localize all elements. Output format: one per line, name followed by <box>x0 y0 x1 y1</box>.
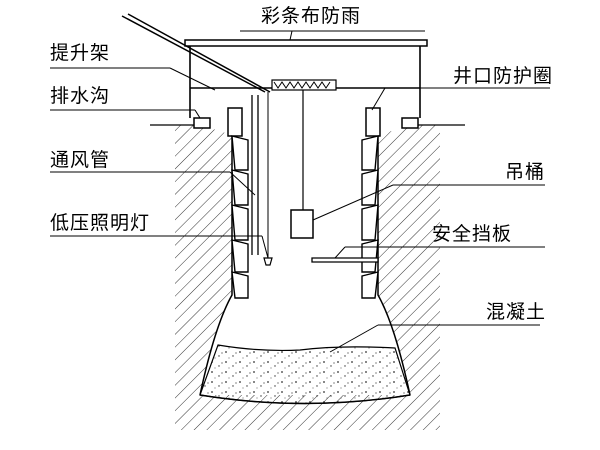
label-drainage-ditch: 排水沟 <box>50 85 111 107</box>
label-concrete: 混凝土 <box>486 301 547 323</box>
soil-hatching <box>175 125 440 430</box>
hanging-bucket <box>290 209 314 239</box>
label-safety-baffle: 安全挡板 <box>432 223 513 245</box>
label-canopy: 彩条布防雨 <box>261 5 362 27</box>
label-low-voltage-light: 低压照明灯 <box>50 212 151 234</box>
label-wellhead-guard-ring: 井口防护圈 <box>453 65 554 87</box>
winch-coil <box>273 81 331 89</box>
low-voltage-light <box>263 257 273 266</box>
concrete-bell-outline <box>199 394 411 405</box>
lifting-frame-inner <box>127 13 271 93</box>
lifting-frame-outer <box>121 15 266 93</box>
canopy-roof <box>184 39 428 47</box>
drainage-ditch-left <box>193 117 211 129</box>
concrete-fill <box>199 344 411 405</box>
safety-baffle <box>311 257 379 263</box>
lining-right <box>361 135 379 299</box>
lining-left <box>231 135 249 299</box>
shaft-wall-right <box>377 135 411 396</box>
label-ventilation-pipe: 通风管 <box>50 149 111 171</box>
label-lifting-frame: 提升架 <box>50 42 111 64</box>
ventilation-pipe <box>251 95 259 255</box>
wellhead-ring-right <box>365 107 381 137</box>
drainage-ditch-right <box>401 117 419 129</box>
label-hanging-bucket: 吊桶 <box>505 161 546 183</box>
shaft-wall-left <box>199 135 233 396</box>
leader-lines <box>50 30 550 353</box>
wellhead-ring-left <box>227 107 243 137</box>
